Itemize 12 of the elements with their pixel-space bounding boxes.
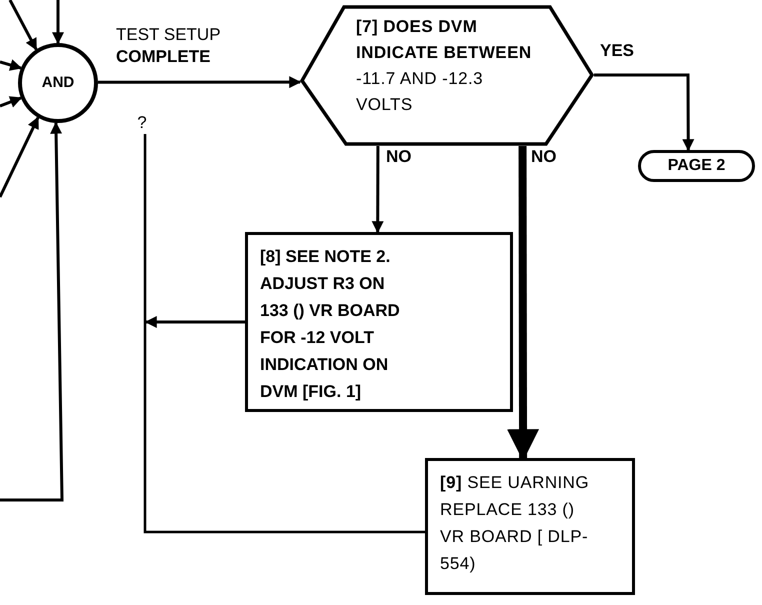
arrow xyxy=(372,146,384,234)
arrow xyxy=(52,0,64,44)
process-box: [8] SEE NOTE 2. ADJUST R3 ON 133 () VR BOARD FOR -12 VOLT INDICATION ON DVM [FIG. 1] xyxy=(245,232,513,412)
process-box: [9] SEE UARNING REPLACE 133 () VR BOARD [ DLP-554) xyxy=(425,458,635,595)
arrow xyxy=(144,316,245,328)
decision-hexagon: [7] DOES DVM INDICATE BETWEEN -11.7 AND -12.3 VOLTS xyxy=(300,4,594,146)
arrow xyxy=(0,116,40,198)
arrow xyxy=(98,76,302,88)
terminal-pill: PAGE 2 xyxy=(638,150,755,182)
arrow xyxy=(0,122,64,502)
arrow xyxy=(8,0,38,51)
arrow xyxy=(594,74,694,152)
